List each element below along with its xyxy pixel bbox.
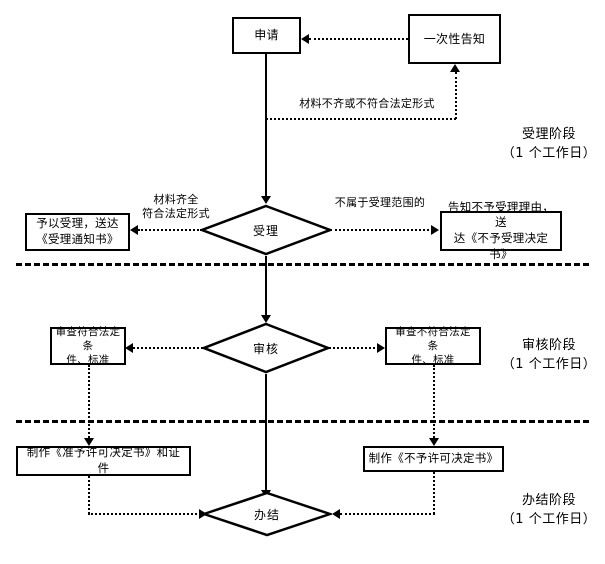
stage-caption-accept-duration: （1 个工作日）: [501, 146, 597, 161]
edge-fail-to-deny-line: [433, 365, 435, 441]
edge-review-fail-arrowhead: [377, 343, 385, 353]
edge-grant-to-complete-horizontal: [88, 513, 201, 515]
review-diamond-shape: [202, 322, 330, 374]
stage-divider-accept-review: [16, 263, 589, 266]
edge-accept-no-arrowhead: [431, 225, 439, 235]
node-review-pass[interactable]: 审查符合法定条 件、标准: [50, 325, 126, 367]
node-review-decision-label: 审核: [252, 341, 279, 356]
edge-review-to-complete-line: [265, 374, 267, 494]
node-accept-yes-label: 予以受理，送达 《受理通知书》: [36, 216, 119, 246]
stage-caption-complete-name: 办结阶段: [521, 493, 576, 508]
edge-notice-to-apply-arrowhead: [301, 34, 309, 44]
edge-apply-to-accept-arrowhead: [261, 196, 271, 204]
node-accept-no[interactable]: 告知不予受理理由，送 达《不予受理决定书》: [440, 200, 562, 261]
edge-apply-to-accept-line: [265, 54, 267, 197]
stage-divider-review-complete: [16, 420, 589, 423]
node-complete-label: 办结: [253, 507, 280, 522]
node-accept-yes[interactable]: 予以受理，送达 《受理通知书》: [25, 213, 130, 251]
edge-accept-no-line: [330, 229, 433, 231]
node-complete[interactable]: 办结: [202, 491, 332, 537]
node-accept-decision-label: 受理: [252, 223, 279, 238]
edge-deny-to-complete-vertical: [433, 472, 435, 514]
complete-diamond-shape: [202, 491, 332, 537]
node-review-fail-label: 审查不符合法定条 件、标准: [395, 325, 471, 367]
edge-pass-to-grant-line: [88, 365, 90, 441]
edge-notice-to-apply-line: [309, 38, 408, 40]
node-apply[interactable]: 申请: [232, 17, 301, 54]
accept-diamond-shape: [200, 204, 332, 256]
edge-label-materials-complete: 材料齐全 符合法定形式: [142, 193, 210, 221]
node-permit-deny[interactable]: 制作《不予许可决定书》: [363, 446, 504, 472]
edge-incomplete-vertical: [455, 72, 457, 119]
edge-review-pass-line: [133, 347, 203, 349]
edge-label-materials-incomplete: 材料不齐或不符合法定形式: [299, 97, 435, 110]
stage-caption-accept-name: 受理阶段: [521, 127, 576, 142]
node-review-pass-label: 审查符合法定条 件、标准: [55, 325, 121, 367]
node-accept-decision[interactable]: 受理: [200, 204, 332, 256]
edge-fail-to-deny-arrowhead: [429, 438, 439, 446]
edge-pass-to-grant-arrowhead: [84, 438, 94, 446]
node-one-time-notice[interactable]: 一次性告知: [408, 14, 501, 64]
edge-grant-to-complete-vertical: [88, 476, 90, 514]
node-review-fail[interactable]: 审查不符合法定条 件、标准: [385, 325, 481, 367]
edge-review-pass-arrowhead: [125, 343, 133, 353]
node-accept-no-label: 告知不予受理理由，送 达《不予受理决定书》: [447, 199, 555, 261]
stage-caption-review-name: 审核阶段: [521, 338, 576, 353]
edge-accept-to-review-arrowhead: [261, 315, 271, 323]
stage-caption-complete-duration: （1 个工作日）: [501, 512, 597, 527]
edge-accept-yes-line: [138, 229, 202, 231]
edge-accept-yes-arrowhead: [130, 225, 138, 235]
stage-caption-review-duration: （1 个工作日）: [501, 357, 597, 372]
edge-incomplete-arrowhead: [450, 64, 460, 72]
node-permit-grant[interactable]: 制作《准予许可决定书》和证件: [16, 445, 191, 476]
edge-deny-to-complete-arrowhead: [332, 509, 340, 519]
edge-accept-to-review-line: [265, 256, 267, 319]
edge-review-fail-line: [329, 347, 379, 349]
edge-incomplete-horizontal: [266, 118, 456, 120]
edge-deny-to-complete-horizontal: [340, 513, 435, 515]
edge-label-out-of-scope: 不属于受理范围的: [334, 196, 426, 209]
node-review-decision[interactable]: 审核: [202, 322, 330, 374]
